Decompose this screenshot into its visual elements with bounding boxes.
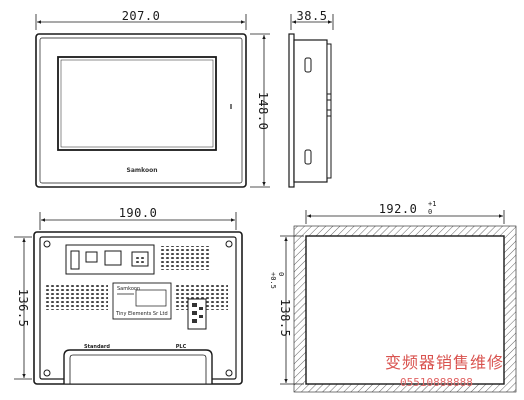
rear-height-label: 136.5 xyxy=(16,289,30,328)
cutout-width-tol-upper: +1 xyxy=(428,200,436,208)
nameplate-subtitle: Tiny Elements Sr Ltd xyxy=(115,311,168,317)
watermark-text: 变频器销售维修 xyxy=(385,353,504,372)
usb-a-port xyxy=(70,250,80,270)
front-width-label: 207.0 xyxy=(122,9,161,23)
nameplate-title: Samkoon xyxy=(117,286,140,292)
plc-port-label: PLC xyxy=(176,344,187,350)
rear-view: 190.0 Samkoon Tiny Elements Sr Ltd xyxy=(14,206,243,385)
cutout-height-tol-upper: +0.5 xyxy=(269,272,277,289)
front-view: 207.0 Samkoon 148.0 xyxy=(35,9,270,188)
cutout-height-tol-lower: 0 xyxy=(277,272,285,276)
watermark: 变频器销售维修 05510888888 xyxy=(385,353,504,389)
cutout-width-tol-lower: 0 xyxy=(428,208,432,216)
panel-cutout: 192.0 +1 0 138.5 +0.5 0 xyxy=(269,200,517,393)
standard-port-label: Standard xyxy=(84,344,110,350)
ethernet-port xyxy=(104,250,122,266)
watermark-phone: 05510888888 xyxy=(400,376,473,389)
nameplate xyxy=(112,282,172,320)
side-view: 38.5 xyxy=(288,9,334,188)
cutout-width-label: 192.0 xyxy=(379,202,418,216)
side-depth-label: 38.5 xyxy=(297,9,328,23)
cutout-height-label: 138.5 xyxy=(278,299,292,338)
brand-logo: Samkoon xyxy=(127,167,158,174)
rear-width-label: 190.0 xyxy=(119,206,158,220)
usb-b-port xyxy=(85,251,98,263)
front-height-label: 148.0 xyxy=(256,92,270,131)
